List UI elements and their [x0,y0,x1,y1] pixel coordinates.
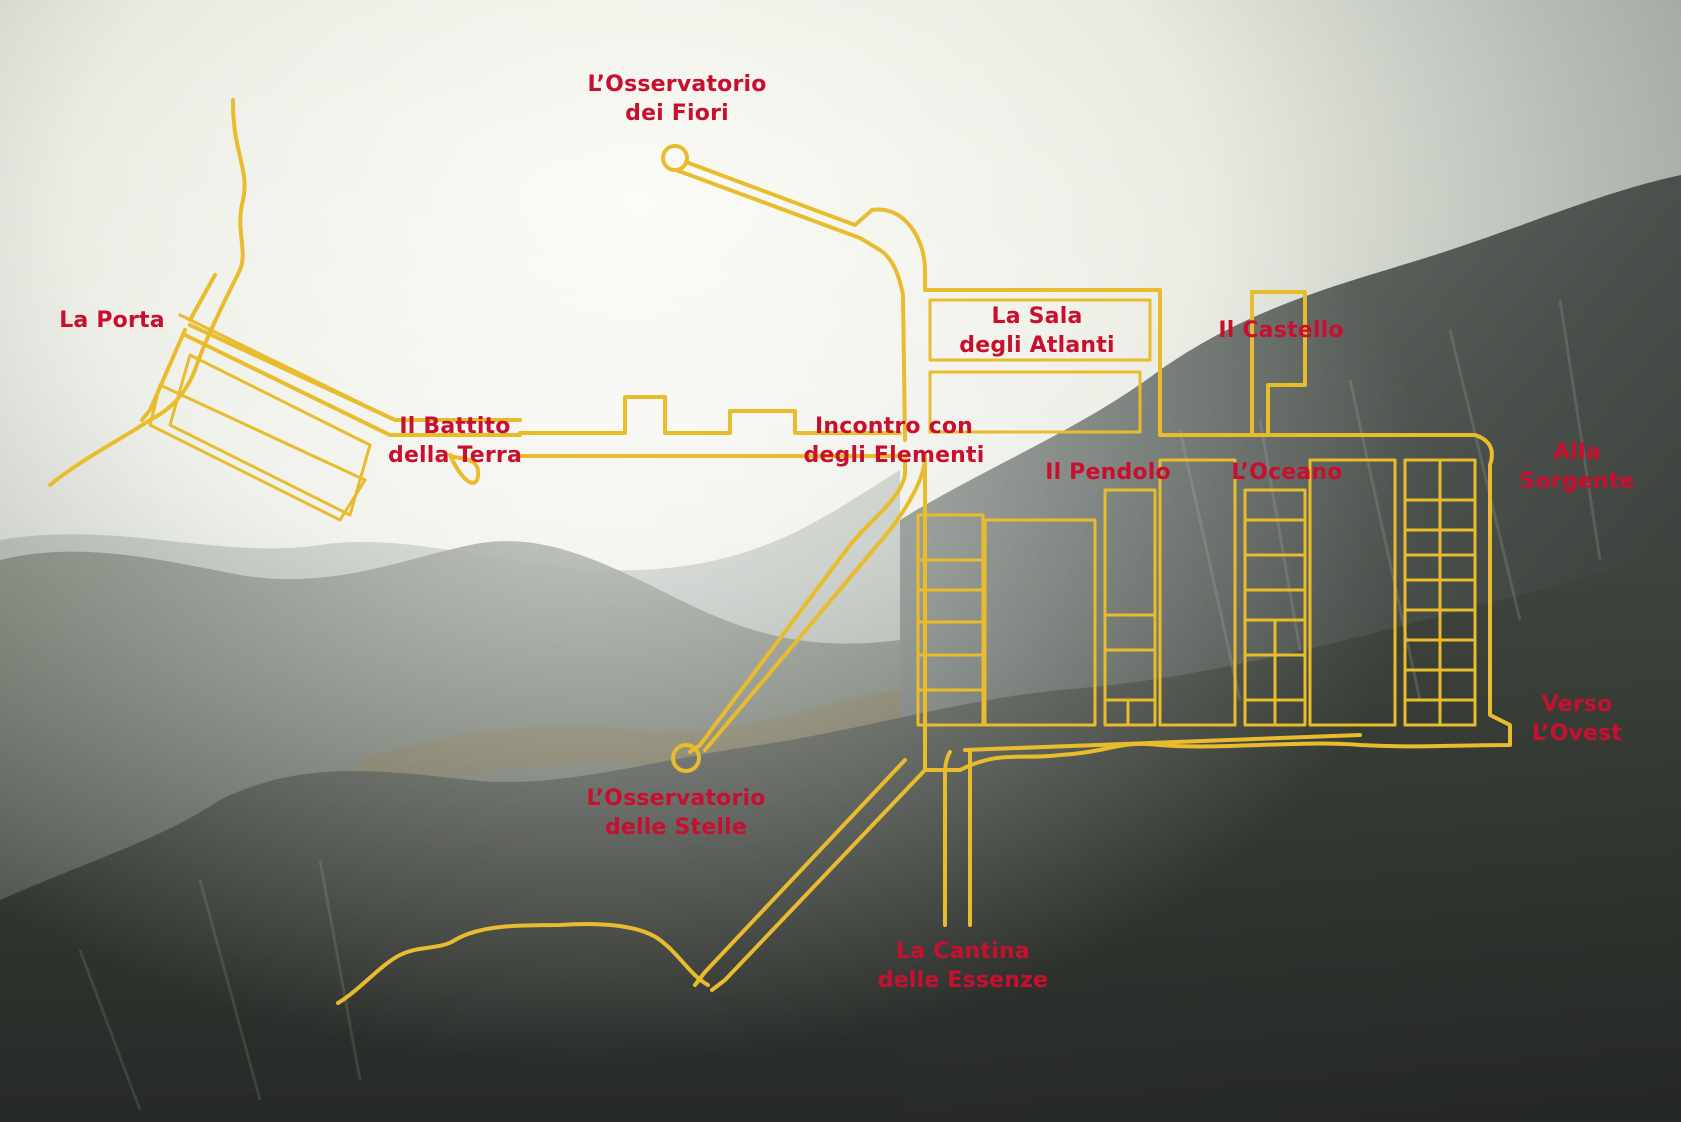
label-alla-sorgente: Alla Sorgente [1519,438,1634,496]
label-cantina-essenze: La Cantina delle Essenze [878,937,1048,995]
sala-atlanti-box [928,298,1152,362]
label-oceano: L’Oceano [1231,458,1342,487]
label-line: Incontro con [814,414,974,439]
label-line: Sorgente [1519,469,1635,494]
osservatorio-stelle-node [671,743,701,773]
osservatorio-fiori-node [661,144,689,172]
label-line: degli Atlanti [959,333,1115,358]
label-line: L’Osservatorio [586,786,766,811]
castello-tower [1250,290,1307,435]
label-line: Alla [1553,440,1601,465]
label-line: L’Oceano [1231,460,1343,485]
rooms-column-2 [983,518,1097,727]
label-line: Il Pendolo [1045,460,1171,485]
label-line: La Porta [59,308,165,333]
diagonal-block-a [168,353,372,517]
label-osservatorio-stelle: L’Osservatorio delle Stelle [586,784,765,842]
label-sala-atlanti: La Sala degli Atlanti [959,302,1114,360]
path-network [48,98,1512,1005]
label-line: Il Battito [399,414,511,439]
label-verso-ovest: Verso L’Ovest [1532,690,1622,748]
label-line: della Terra [387,443,523,468]
rooms-column-pendolo [1103,488,1157,727]
label-incontro-elementi: Incontro con degli Elementi [803,412,984,470]
label-line: L’Osservatorio [587,72,767,97]
rooms-column-3 [1158,458,1237,727]
label-osservatorio-fiori: L’Osservatorio dei Fiori [587,70,766,128]
label-line: dei Fiori [625,101,729,126]
label-line: La Sala [991,304,1083,329]
sala-atlanti-box-lower [928,370,1142,434]
label-battito-terra: Il Battito della Terra [388,412,522,470]
label-line: Il Castello [1218,318,1344,343]
rooms-column-1 [916,513,985,727]
rooms-column-4 [1308,458,1397,727]
label-line: Verso [1541,692,1613,717]
label-line: delle Essenze [877,968,1049,993]
label-line: La Cantina [896,939,1030,964]
label-line: L’Ovest [1531,721,1623,746]
label-pendolo: Il Pendolo [1045,458,1171,487]
label-line: delle Stelle [604,815,748,840]
porta-path [48,98,247,487]
label-la-porta: La Porta [59,306,165,335]
label-line: degli Elementi [803,443,985,468]
diagonal-block-b [148,383,367,522]
label-castello: Il Castello [1218,316,1343,345]
